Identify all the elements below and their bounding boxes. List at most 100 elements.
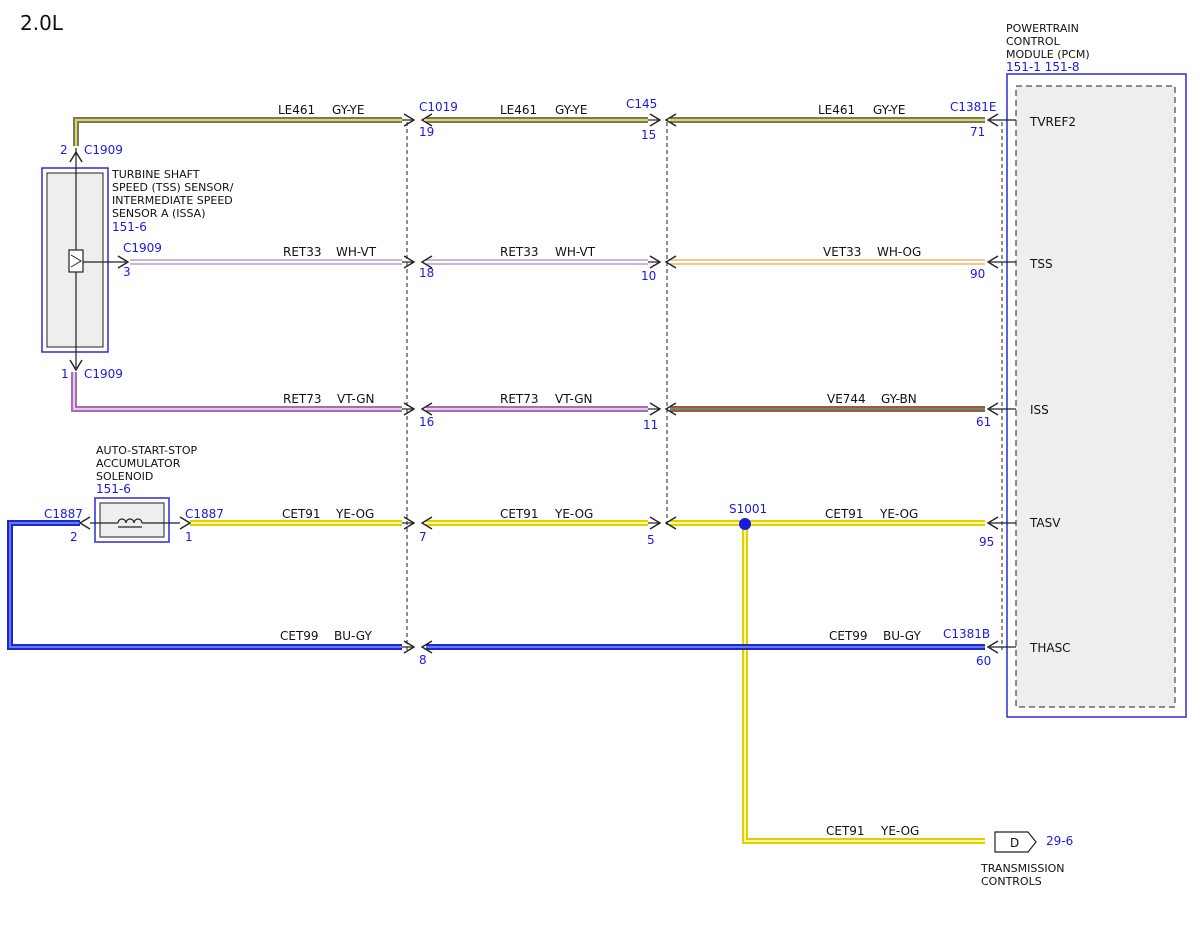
- pcm-pin-tasv: TASV: [1029, 516, 1061, 530]
- c1887-right-name: C1887: [185, 507, 224, 521]
- wire-label-circuit: CET91: [826, 824, 865, 838]
- c1909-top-pin: 2: [60, 143, 68, 157]
- c1909-mid-name: C1909: [123, 241, 162, 255]
- page-reference-icon: [994, 831, 1037, 853]
- c1019-pin-19: 19: [419, 125, 434, 139]
- wire-label-circuit: CET91: [500, 507, 539, 521]
- wire-le461: [73, 117, 985, 146]
- pcm-pin-tss: TSS: [1029, 257, 1053, 271]
- pcm-pin-num-60: 60: [976, 654, 991, 668]
- tss-ref: 151-6: [112, 220, 147, 234]
- c1019-pin-7: 7: [419, 530, 427, 544]
- wire-label-color: WH-OG: [877, 245, 921, 259]
- pcm-module: POWERTRAIN CONTROL MODULE (PCM) 151-1 15…: [990, 22, 1187, 718]
- wire-label-circuit: CET91: [825, 507, 864, 521]
- pcm-pin-num-95: 95: [979, 535, 994, 549]
- c1909-bot-pin: 1: [61, 367, 69, 381]
- tss-title-1: TURBINE SHAFT: [111, 168, 200, 181]
- wire-label-color: YE-OG: [335, 507, 374, 521]
- pcm-title-1: POWERTRAIN: [1006, 22, 1079, 35]
- pcm-pin-num-61: 61: [976, 415, 991, 429]
- coil-icon: [90, 518, 180, 528]
- splice-s1001-label: S1001: [729, 502, 767, 516]
- c145-pin-10: 10: [641, 269, 656, 283]
- wire-label-circuit: VE744: [827, 392, 866, 406]
- pcm-pin-num-90: 90: [970, 267, 985, 281]
- c1909-top-name: C1909: [84, 143, 123, 157]
- c145-pin-15: 15: [641, 128, 656, 142]
- wire-label-circuit: LE461: [278, 103, 315, 117]
- arrow-right-icon: [117, 255, 130, 269]
- wire-label-color: YE-OG: [554, 507, 593, 521]
- c1019-pin-16: 16: [419, 415, 434, 429]
- wire-label-circuit: CET99: [829, 629, 868, 643]
- pcm-pin-iss: ISS: [1030, 403, 1049, 417]
- wire-label-color: VT-GN: [337, 392, 374, 406]
- solenoid-title-2: ACCUMULATOR: [96, 457, 181, 470]
- solenoid-outline: [94, 497, 170, 543]
- arrow-down-icon: [69, 359, 83, 372]
- tss-sensor: TURBINE SHAFT SPEED (TSS) SENSOR/ INTERM…: [41, 143, 234, 381]
- c1019-pin-18: 18: [419, 266, 434, 280]
- c1887-left-pin: 2: [70, 530, 78, 544]
- connector-c1019: C1019: [419, 100, 458, 114]
- c1887-left-name: C1887: [44, 507, 83, 521]
- wire-label-color: WH-VT: [336, 245, 377, 259]
- transmission-label-1: TRANSMISSION: [980, 862, 1064, 875]
- wire-label-color: GY-YE: [332, 103, 364, 117]
- wire-label-color: VT-GN: [555, 392, 592, 406]
- splice-s1001-dot: [739, 518, 751, 530]
- accumulator-solenoid: AUTO-START-STOP ACCUMULATOR SOLENOID 151…: [44, 444, 224, 544]
- c1909-bot-name: C1909: [84, 367, 123, 381]
- c1887-right-pin: 1: [185, 530, 193, 544]
- connector-separators: [406, 122, 1003, 650]
- tss-sensor-outline: [41, 167, 109, 353]
- connector-c1381b: C1381B: [943, 627, 990, 641]
- wire-label-color: BU-GY: [334, 629, 372, 643]
- wire-cet99: [7, 520, 985, 650]
- transmission-ref: 29-6: [1046, 834, 1073, 848]
- pcm-inner: [1015, 85, 1176, 708]
- wire-label-circuit: RET33: [283, 245, 322, 259]
- c1909-mid-pin: 3: [123, 265, 131, 279]
- solenoid-title-3: SOLENOID: [96, 470, 153, 483]
- wire-label-circuit: LE461: [500, 103, 537, 117]
- pcm-pin-num-71: 71: [970, 125, 985, 139]
- transmission-controls-ref: D 29-6 TRANSMISSION CONTROLS: [980, 831, 1073, 888]
- pcm-refs: 151-1 151-8: [1006, 60, 1080, 74]
- wire-label-circuit: RET73: [283, 392, 322, 406]
- wire-label-color: GY-YE: [555, 103, 587, 117]
- wire-label-circuit: RET73: [500, 392, 539, 406]
- solenoid-ref: 151-6: [96, 482, 131, 496]
- pcm-title-3: MODULE (PCM): [1006, 48, 1090, 61]
- solenoid-title-1: AUTO-START-STOP: [96, 444, 197, 457]
- wire-cet91: [190, 520, 985, 844]
- wire-labels: LE461 GY-YE LE461 GY-YE LE461 GY-YE RET3…: [278, 103, 921, 838]
- tss-title-2: SPEED (TSS) SENSOR/: [112, 181, 234, 194]
- wire-label-color: GY-BN: [881, 392, 917, 406]
- pcm-pin-thasc: THASC: [1029, 641, 1071, 655]
- wire-label-circuit: VET33: [823, 245, 861, 259]
- transmission-letter: D: [1010, 836, 1019, 850]
- c145-pin-5: 5: [647, 533, 655, 547]
- wire-ret73: [71, 372, 985, 412]
- c145-pin-11: 11: [643, 418, 658, 432]
- wire-label-color: YE-OG: [880, 824, 919, 838]
- wire-label-color: WH-VT: [555, 245, 596, 259]
- wire-label-color: YE-OG: [879, 507, 918, 521]
- wire-label-color: GY-YE: [873, 103, 905, 117]
- pcm-title-2: CONTROL: [1006, 35, 1061, 48]
- pcm-outline: [1006, 73, 1187, 718]
- connector-c1381e: C1381E: [950, 100, 997, 114]
- arrow-up-icon: [69, 150, 83, 163]
- wire-label-circuit: RET33: [500, 245, 539, 259]
- wire-label-circuit: CET99: [280, 629, 319, 643]
- wire-label-circuit: CET91: [282, 507, 321, 521]
- c1019-pin-8: 8: [419, 653, 427, 667]
- wire-label-color: BU-GY: [883, 629, 921, 643]
- tss-title-4: SENSOR A (ISSA): [112, 207, 205, 220]
- transmission-label-2: CONTROLS: [981, 875, 1042, 888]
- wire-label-circuit: LE461: [818, 103, 855, 117]
- engine-label: 2.0L: [20, 11, 64, 35]
